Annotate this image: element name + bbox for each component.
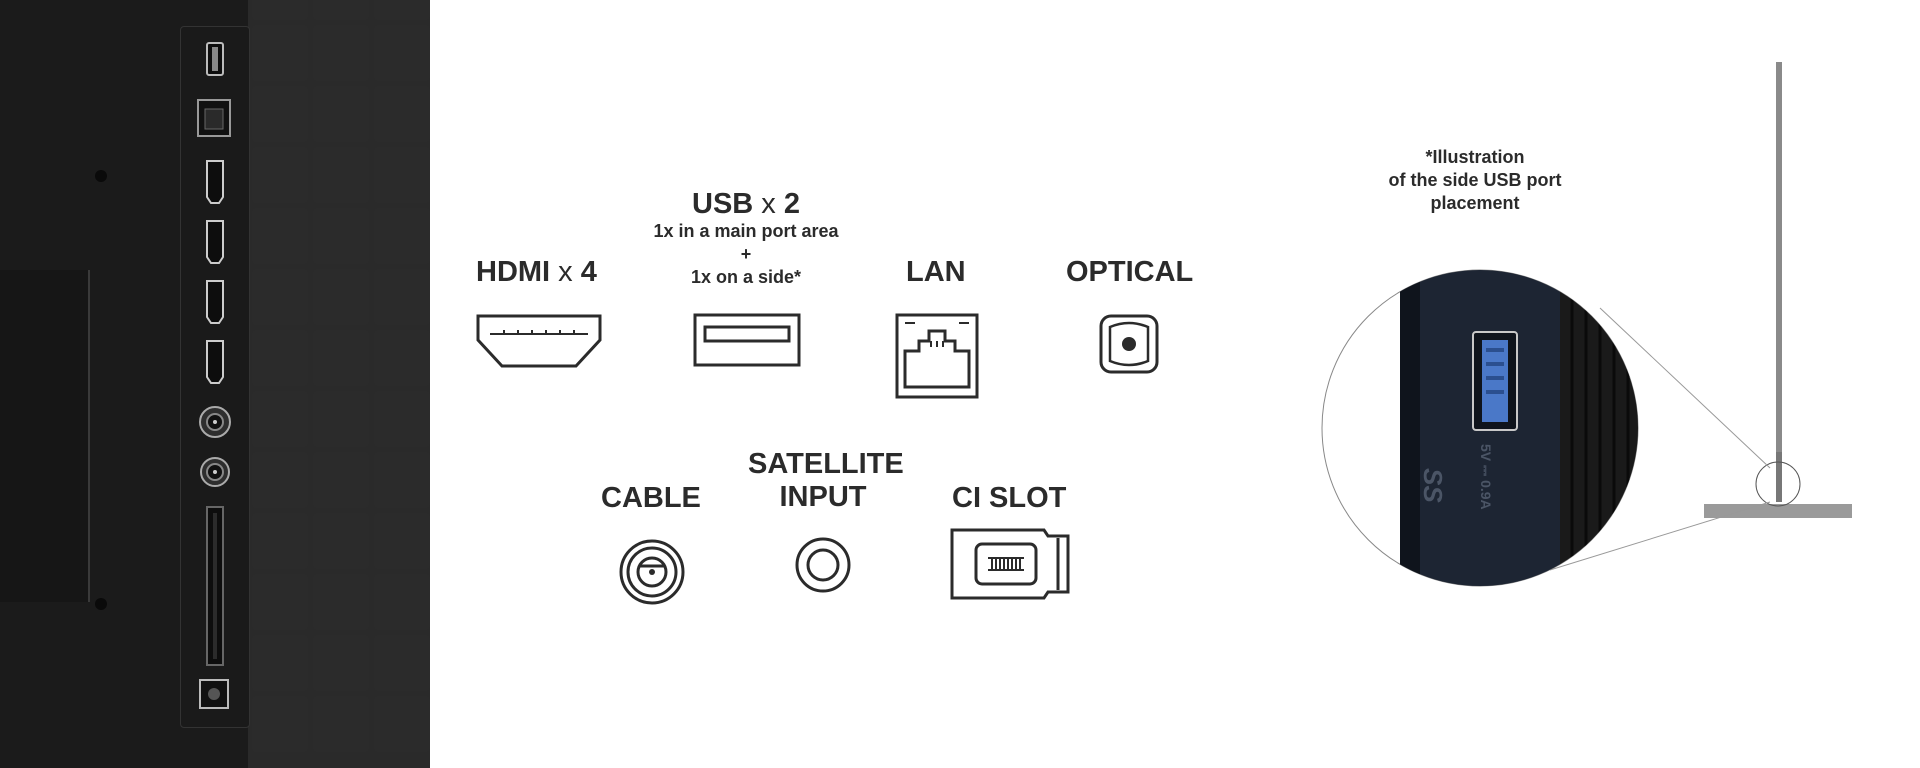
satellite-label: SATELLITE INPUT [748, 448, 904, 513]
cable-port-icon [199, 406, 231, 438]
vent-tile [252, 25, 308, 81]
usb-sub-label: 1x in a main port area + 1x on a side* [653, 221, 839, 287]
hdmi-label: HDMI x 4 [476, 256, 597, 288]
usb-icon [693, 313, 801, 367]
vent-tile [313, 513, 369, 569]
hdmi-port-icon [206, 280, 224, 324]
usb-marking: SS [1418, 468, 1448, 503]
usb-rating: 5V ⎓ 0.9A [1478, 444, 1494, 510]
lan-icon [895, 313, 979, 399]
vent-tile [313, 391, 369, 447]
hdmi-icon [476, 314, 602, 368]
optical-icon [1099, 314, 1159, 374]
vent-tile [313, 25, 369, 81]
vent-tile [313, 574, 369, 630]
vent-tile [313, 147, 369, 203]
lan-label: LAN [906, 256, 966, 288]
vent-tile [252, 208, 308, 264]
vent-tile [313, 696, 369, 752]
vent-tile [313, 86, 369, 142]
screw-hole [95, 598, 107, 610]
vent-tile [374, 269, 430, 325]
screw-hole [95, 170, 107, 182]
ci-slot-icon [950, 528, 1070, 600]
vent-tile [374, 86, 430, 142]
vent-tile [374, 147, 430, 203]
vent-tile [313, 330, 369, 386]
panel-recess-edge [88, 270, 90, 602]
cable-icon [619, 539, 685, 605]
vent-tile [252, 696, 308, 752]
vent-tile [374, 574, 430, 630]
vent-tile [313, 452, 369, 508]
ci-slot-label: CI SLOT [952, 482, 1067, 514]
optical-label: OPTICAL [1066, 256, 1194, 288]
vent-tile [252, 269, 308, 325]
hdmi-port-icon [206, 160, 224, 204]
vent-tile [374, 391, 430, 447]
vent-tile [374, 513, 430, 569]
vent-tile [252, 330, 308, 386]
vent-tile [252, 0, 308, 20]
ci-slot-icon [206, 506, 224, 666]
lan-port-icon [197, 99, 231, 137]
panel-recess [0, 270, 90, 602]
tv-stand [1704, 504, 1852, 518]
vent-tile [313, 0, 369, 20]
ventilation-grid [248, 0, 430, 768]
vent-tile [252, 86, 308, 142]
satellite-icon [795, 537, 851, 593]
vent-tile [374, 0, 430, 20]
vent-tile [374, 696, 430, 752]
vent-tile [374, 208, 430, 264]
vent-tile [374, 635, 430, 691]
port-strip [180, 26, 250, 728]
side-usb-illustration [1321, 62, 1852, 587]
optical-port-icon [199, 679, 229, 709]
hdmi-port-icon [206, 220, 224, 264]
vent-tile [252, 147, 308, 203]
illustration-note: *Illustration of the side USB port place… [1388, 147, 1562, 213]
zoom-source-circle [1755, 461, 1801, 507]
tv-side-profile [1776, 62, 1782, 502]
vent-tile [252, 452, 308, 508]
satellite-port-icon [200, 457, 230, 487]
vent-tile [313, 269, 369, 325]
vent-tile [252, 574, 308, 630]
vent-tile [313, 635, 369, 691]
vent-tile [252, 635, 308, 691]
hdmi-port-icon [206, 340, 224, 384]
vent-tile [252, 513, 308, 569]
usb-port-icon [206, 42, 224, 76]
vent-tile [313, 208, 369, 264]
cable-label: CABLE [601, 482, 701, 514]
usb3-blue-insert [1482, 340, 1508, 422]
tv-back-panel [0, 0, 430, 768]
vent-tile [374, 330, 430, 386]
vent-tile [252, 391, 308, 447]
usb-label: USB x 2 [692, 188, 800, 220]
vent-tile [374, 452, 430, 508]
vent-tile [374, 25, 430, 81]
